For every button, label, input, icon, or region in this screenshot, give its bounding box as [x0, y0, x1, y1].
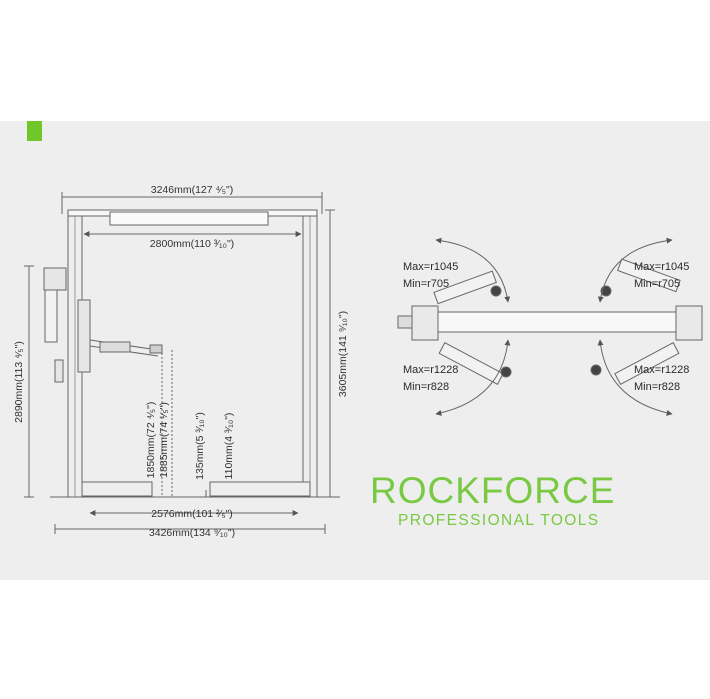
top-view — [397, 237, 703, 416]
carriage — [77, 299, 91, 373]
accent-marker — [27, 121, 42, 141]
drive-through-label: 2576mm(101 ²⁄₅") — [151, 508, 233, 520]
right-base-arm — [209, 481, 311, 497]
front-left-min: Min=r705 — [403, 278, 449, 290]
pad-rear-left — [500, 366, 512, 378]
pad-front-left — [490, 285, 502, 297]
right-post — [675, 305, 703, 341]
lift-height-2-label: 1885mm(74 ¹⁄₅") — [158, 402, 170, 478]
rear-right-min: Min=r828 — [634, 381, 680, 393]
lift-height-1-label: 1850mm(72 ⁴⁄₅") — [145, 402, 157, 479]
min-height-2-label: 110mm(4 ³⁄₁₀") — [223, 413, 235, 480]
brand-name: ROCKFORCE — [370, 470, 616, 511]
left-height-label: 2890mm(113 ⁴⁄₅") — [13, 341, 25, 423]
left-base-arm — [81, 481, 153, 497]
min-height-1-label: 135mm(5 ³⁄₁₀") — [194, 412, 206, 480]
rear-left-max: Max=r1228 — [403, 364, 458, 376]
overhead-bar — [109, 211, 269, 226]
motor — [43, 267, 67, 291]
front-right-min: Min=r705 — [634, 278, 680, 290]
rear-right-max: Max=r1228 — [634, 364, 689, 376]
brand-tagline: PROFESSIONAL TOOLS — [398, 512, 600, 529]
front-left-max: Max=r1045 — [403, 261, 458, 273]
rear-left-min: Min=r828 — [403, 381, 449, 393]
control-box — [54, 359, 64, 383]
brand-logo: ROCKFORCE PROFESSIONAL TOOLS — [370, 470, 660, 530]
front-right-max: Max=r1045 — [634, 261, 689, 273]
overall-height-label: 3605mm(141 ⁹⁄₁₀") — [337, 311, 349, 397]
front-view — [24, 192, 340, 534]
lift-pad — [149, 344, 163, 354]
pad-rear-right — [590, 364, 602, 376]
power-unit — [44, 281, 58, 343]
base-width-label: 3426mm(134 ⁹⁄₁₀") — [149, 527, 235, 539]
inner-width-label: 2800mm(110 ³⁄₁₀") — [150, 238, 234, 250]
floor-plate — [431, 311, 687, 333]
lift-arm — [99, 341, 131, 353]
overall-width-label: 3246mm(127 ⁴⁄₅") — [151, 184, 234, 196]
left-post — [411, 305, 439, 341]
